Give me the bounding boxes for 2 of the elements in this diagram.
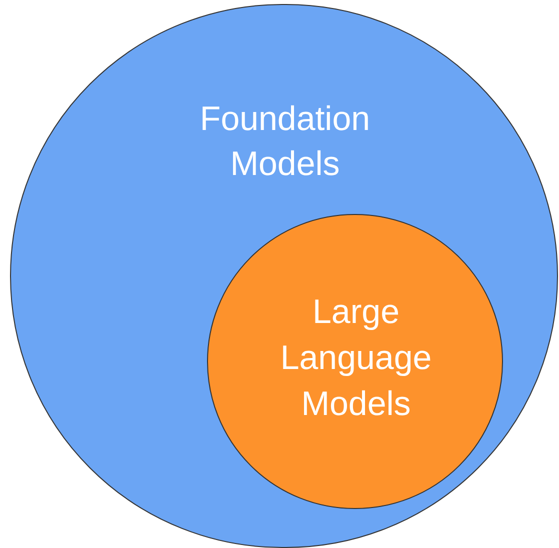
circle-label: Large Language Models: [279, 292, 433, 425]
circle-label: Foundation Models: [198, 99, 372, 185]
